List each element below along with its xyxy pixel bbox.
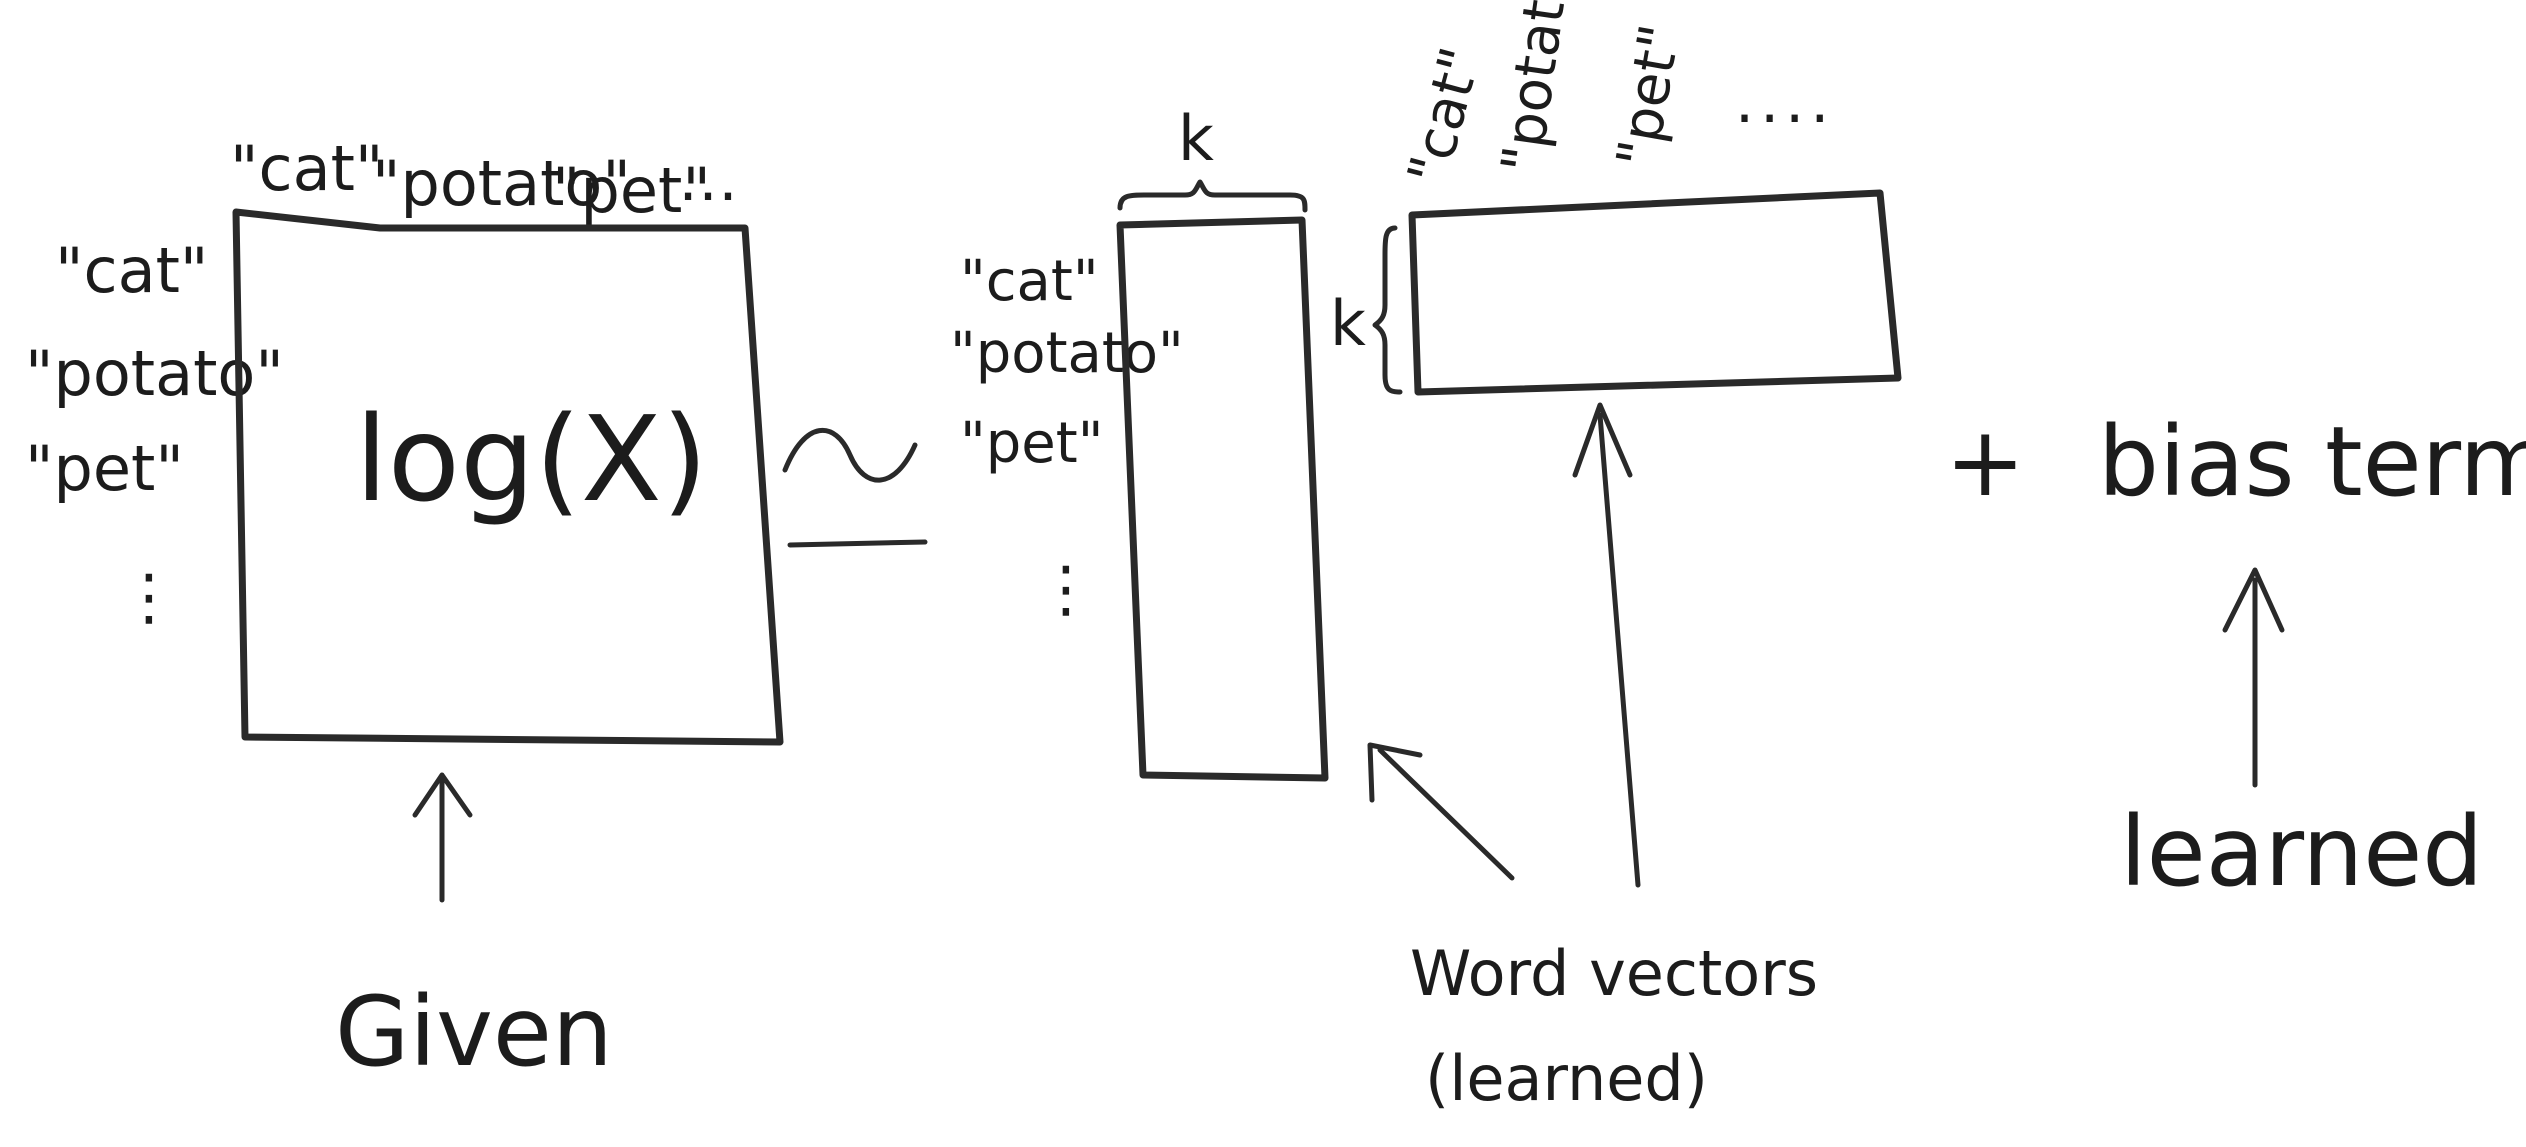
given-label: Given <box>335 976 613 1088</box>
mid-row-label-pet: "pet" <box>960 411 1103 476</box>
k-label-left: k <box>1330 287 1366 360</box>
row-labels-middle: "cat" "potato" "pet" ⋮ <box>950 249 1184 625</box>
matrix-label: log(X) <box>355 390 708 528</box>
given-arrow <box>412 772 473 903</box>
row-label-potato: "potato" <box>25 337 284 410</box>
right-col-label-pet: "pet" <box>1605 20 1694 173</box>
row-ellipsis: ⋮ <box>118 560 180 633</box>
k-brace-left <box>1372 225 1403 395</box>
column-labels-top: "cat" "potato" "pet" … <box>230 132 744 227</box>
col-label-pet: "pet" <box>552 154 711 227</box>
right-col-ellipsis: .... <box>1735 67 1835 137</box>
context-vector-matrix <box>1408 189 1902 396</box>
arrow-to-word-vectors <box>1367 742 1515 881</box>
mid-row-label-potato: "potato" <box>950 321 1184 386</box>
k-label-top: k <box>1178 102 1214 175</box>
bias-arrow <box>2222 567 2285 788</box>
right-col-label-potato: "potato" <box>1489 0 1586 177</box>
right-col-label-cat: "cat" <box>1396 41 1495 192</box>
plus-symbol: + <box>1945 406 2025 518</box>
col-label-cat: "cat" <box>230 132 383 205</box>
word-vector-matrix <box>1116 216 1329 782</box>
col-label-potato: "potato" <box>372 147 631 220</box>
arrow-to-context-vectors <box>1572 402 1641 888</box>
word-vectors-learned-label: (learned) <box>1425 1042 1708 1115</box>
column-labels-right: "cat" "potato" "pet" .... <box>1396 0 1835 192</box>
row-label-pet: "pet" <box>25 432 184 505</box>
cooccurrence-matrix <box>232 208 784 746</box>
col-ellipsis: … <box>678 145 744 215</box>
mid-row-ellipsis: ⋮ <box>1035 552 1097 625</box>
bias-terms-label: bias terms <box>2098 406 2526 518</box>
mid-row-label-cat: "cat" <box>960 249 1099 314</box>
bias-learned-label: learned <box>2120 796 2483 908</box>
row-label-cat: "cat" <box>55 234 208 307</box>
word-vectors-label: Word vectors <box>1410 937 1818 1010</box>
approx-symbol <box>782 428 928 548</box>
k-brace-top <box>1117 179 1308 213</box>
